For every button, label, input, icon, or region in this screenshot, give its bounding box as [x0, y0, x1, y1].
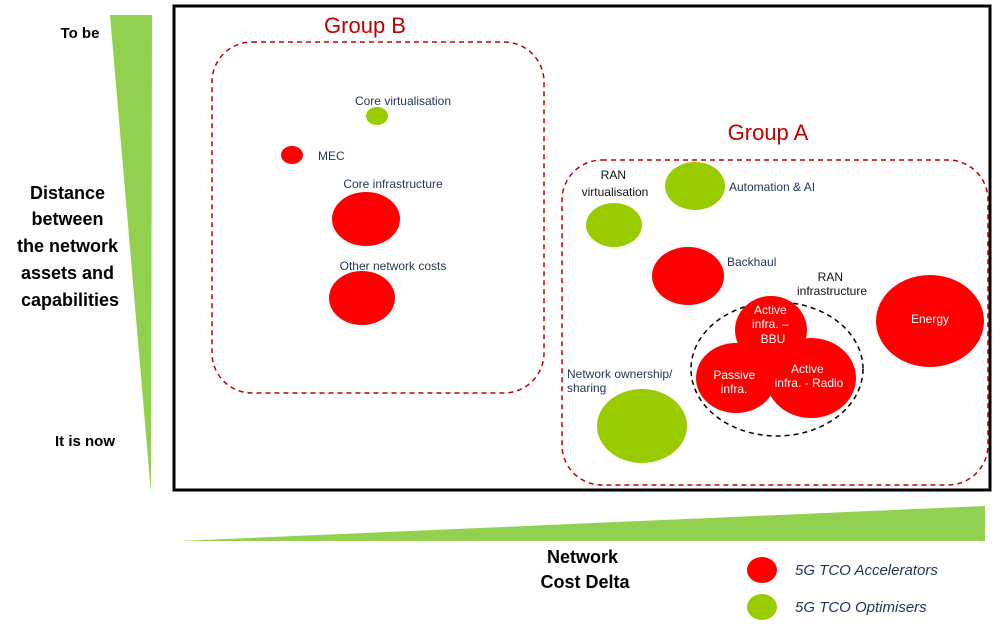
- y-axis-top-label: To be: [61, 25, 100, 42]
- other-network-costs-bubble: [329, 271, 395, 325]
- legend-accelerator-swatch: [747, 557, 777, 583]
- legend-optimiser-label: 5G TCO Optimisers: [795, 599, 927, 616]
- legend-accelerator-label: 5G TCO Accelerators: [795, 562, 938, 579]
- active-radio-label: Active infra. - Radio: [775, 362, 844, 390]
- group-a-box: [561, 159, 989, 486]
- active-bbu-label: Active infra. – BBU: [752, 303, 792, 346]
- energy-bubble: [876, 275, 984, 367]
- core-infrastructure-label: Core infrastructure: [343, 177, 443, 191]
- automation-ai-bubble: [665, 162, 725, 210]
- active-radio-bubble: [766, 338, 856, 418]
- mec-bubble: [281, 146, 303, 164]
- ran-infrastructure-label: RAN infrastructure: [797, 270, 867, 298]
- network-ownership-bubble: [597, 389, 687, 463]
- backhaul-label: Backhaul: [727, 255, 776, 269]
- group-a-title: Group A: [728, 120, 809, 145]
- plot-frame: [172, 4, 992, 492]
- network-ownership-label: Network ownership/ sharing: [567, 367, 676, 395]
- core-virtualisation-label: Core virtualisation: [355, 94, 451, 108]
- legend-optimiser-swatch: [747, 594, 777, 620]
- x-axis-wedge: [180, 506, 985, 541]
- ran-virtualisation-label: RAN virtualisation: [582, 168, 649, 199]
- x-axis-title: Network Cost Delta: [540, 547, 630, 592]
- y-axis-bottom-label: It is now: [55, 433, 115, 450]
- passive-infra-bubble: [696, 343, 776, 413]
- group-b-title: Group B: [324, 13, 406, 38]
- core-infrastructure-bubble: [332, 192, 400, 246]
- backhaul-bubble: [652, 247, 724, 305]
- group-b-box: [211, 41, 545, 394]
- y-axis-wedge: [110, 15, 152, 493]
- ran-virtualisation-bubble: [586, 203, 642, 247]
- automation-ai-label: Automation & AI: [729, 180, 815, 194]
- mec-label: MEC: [318, 149, 345, 163]
- energy-label: Energy: [911, 312, 949, 326]
- other-network-costs-label: Other network costs: [340, 259, 447, 273]
- y-axis-title: Distance between the network assets and …: [17, 183, 123, 310]
- passive-infra-label: Passive infra.: [713, 368, 758, 396]
- legend: 5G TCO Accelerators 5G TCO Optimisers: [747, 557, 938, 620]
- core-virtualisation-bubble: [366, 107, 388, 125]
